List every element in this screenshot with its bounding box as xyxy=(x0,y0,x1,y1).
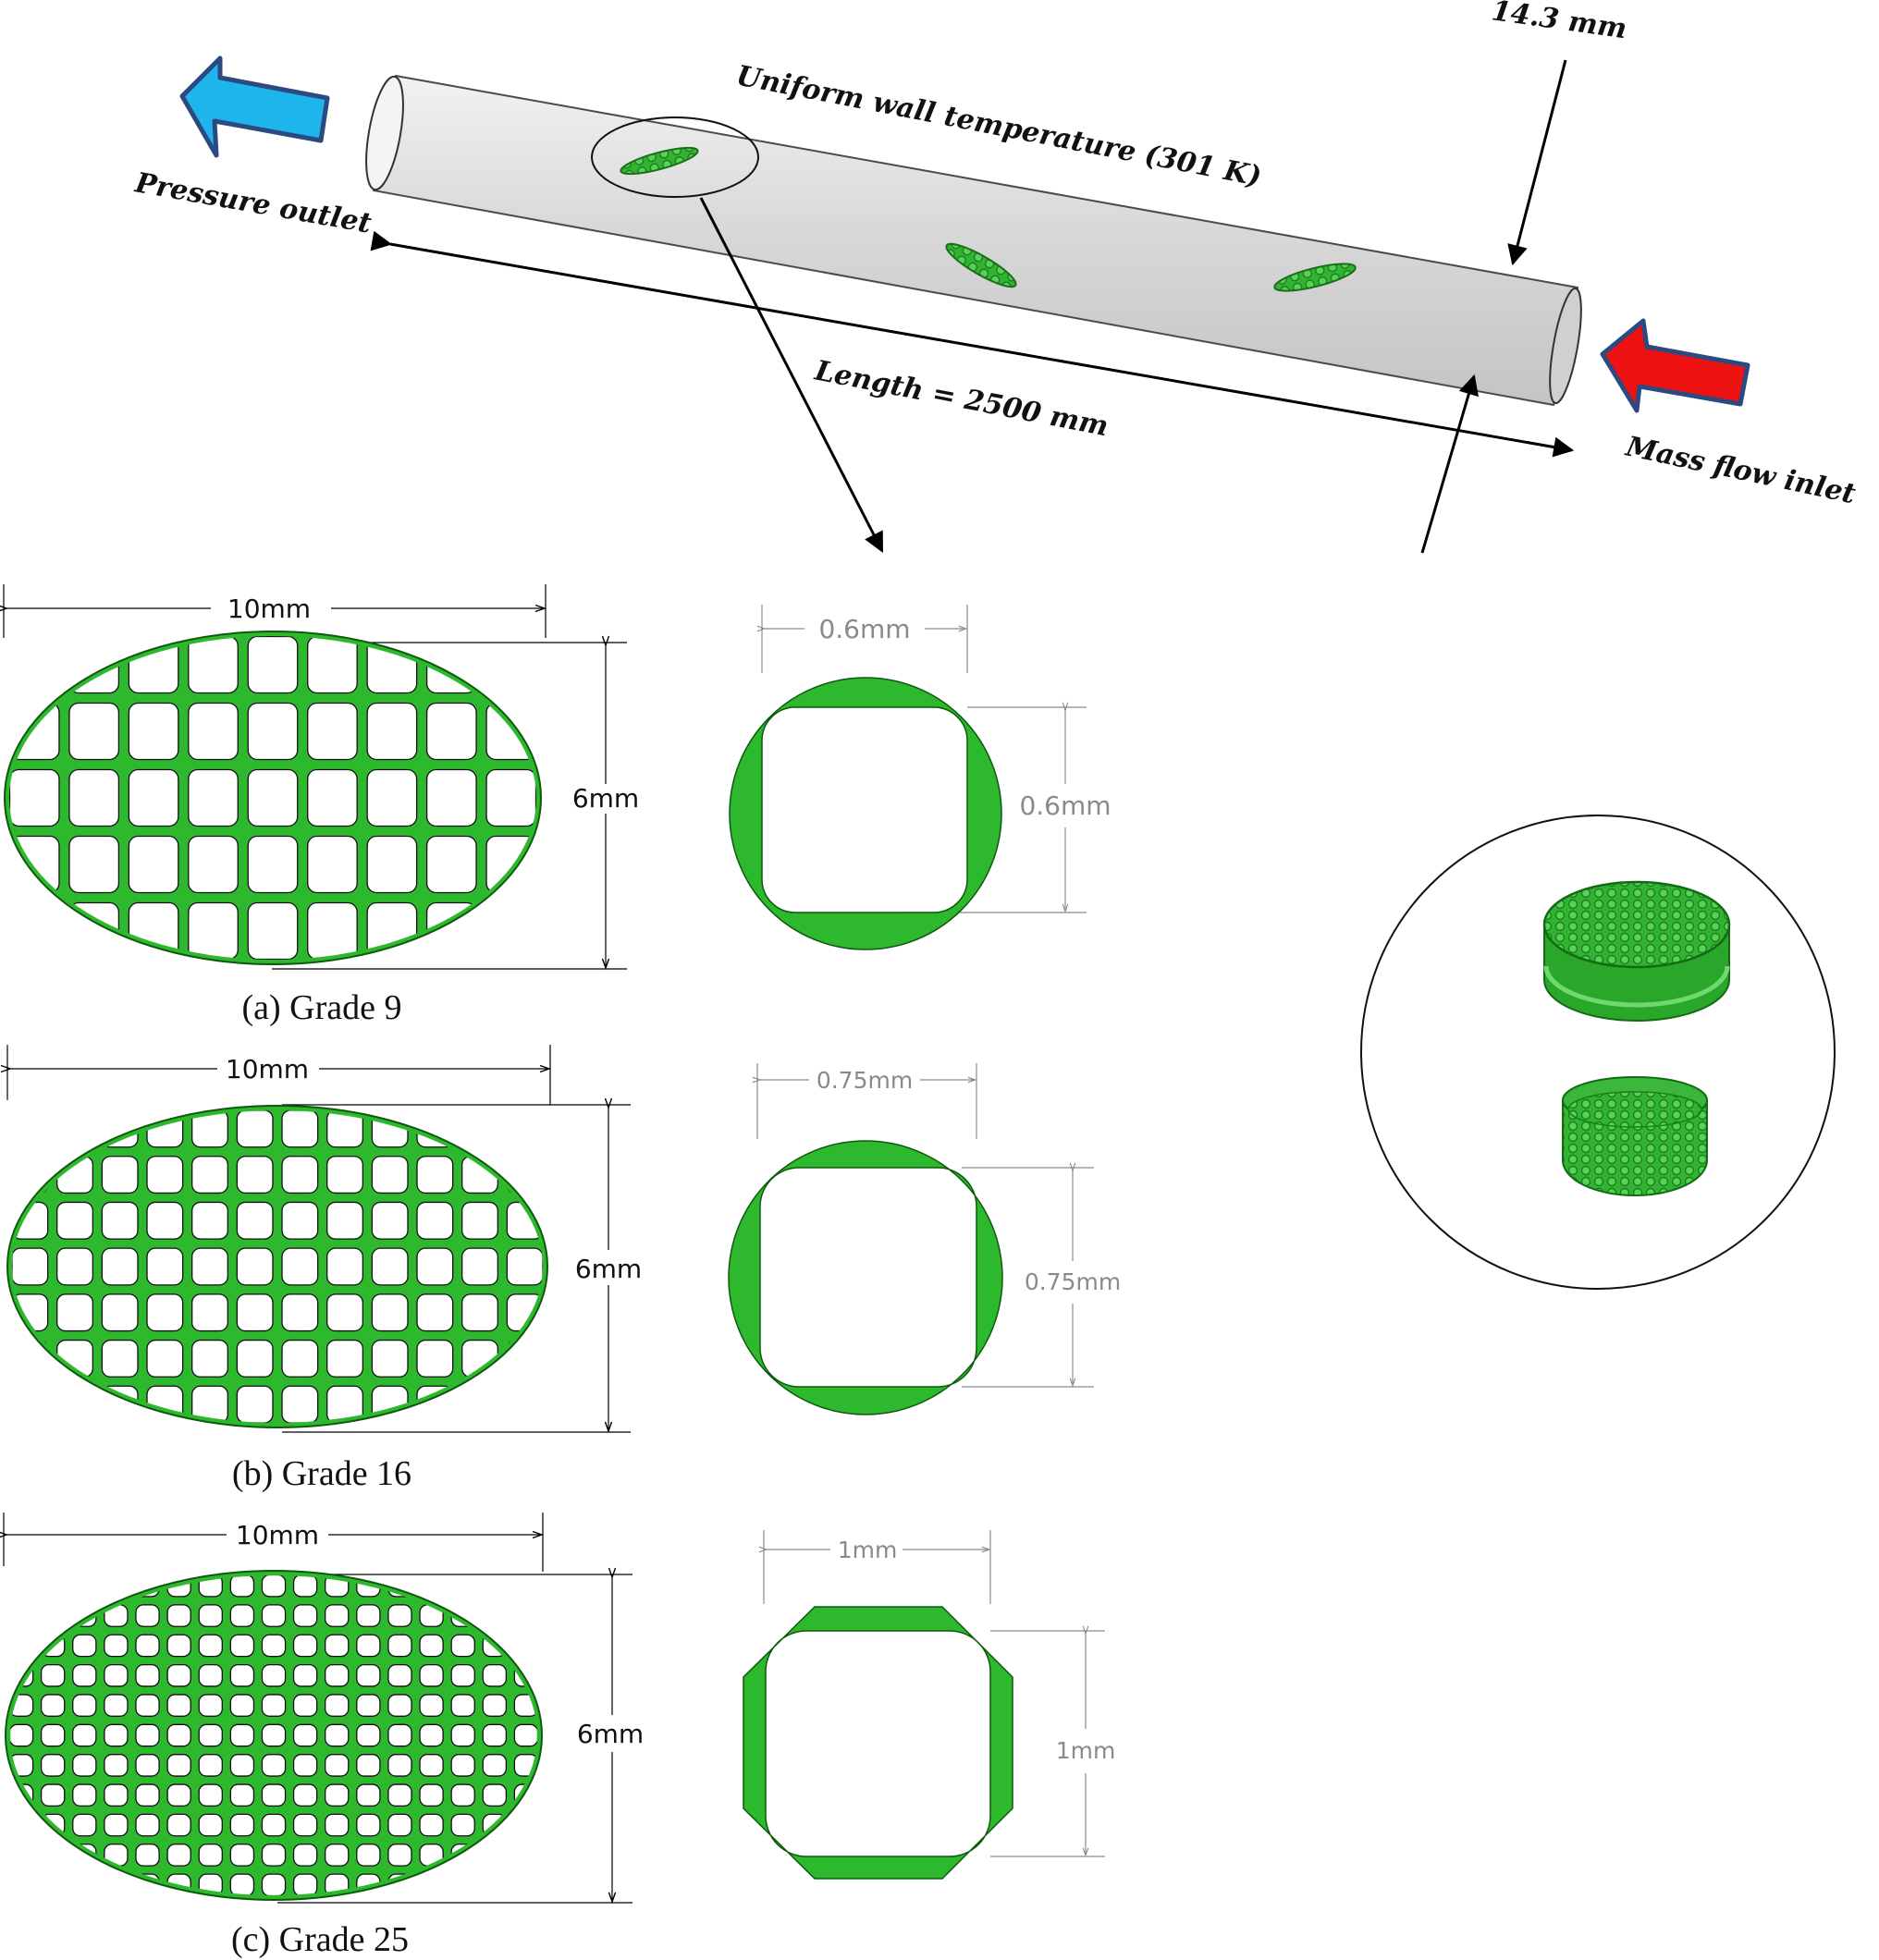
grade-25-cell-dimensions xyxy=(758,1530,1105,1857)
grade-25-height-label: 6mm xyxy=(577,1719,644,1749)
grade-25-width-label: 10mm xyxy=(236,1520,319,1550)
grade-16-cell-dimensions xyxy=(752,1063,1094,1388)
tube-outlet-end xyxy=(365,75,404,191)
grade-16-dimensions xyxy=(0,1045,631,1434)
grade-25-mesh xyxy=(5,1570,543,1901)
grade-9-cell-dimensions xyxy=(756,605,1087,913)
grade-16-width-label: 10mm xyxy=(226,1054,309,1084)
grade-16-cell-height-label: 0.75mm xyxy=(1025,1268,1121,1295)
grade-9-mesh xyxy=(4,631,542,965)
grade-9-cell-profile xyxy=(729,677,1002,950)
length-dimension-line xyxy=(370,230,1575,458)
inlet-flow-arrow xyxy=(1600,318,1750,413)
insert-3d-bottom-view xyxy=(1562,1076,1708,1196)
grade-16-cell-profile xyxy=(728,1140,1003,1415)
grade-25-caption: (c) Grade 25 xyxy=(231,1920,409,1959)
grade-9-panel: 10mm 6mm (a) Grade 9 0.6mm 0.6mm xyxy=(0,584,1111,1027)
grade-25-cell-profile xyxy=(743,1606,1013,1880)
grade-9-cell-height-label: 0.6mm xyxy=(1019,790,1111,821)
grade-25-panel: 10mm 6mm (c) Grade 25 1mm 1mm xyxy=(0,1513,1116,1959)
insert-marker-1 xyxy=(620,146,699,176)
grade-25-cell-width-label: 1mm xyxy=(838,1537,898,1563)
length-label: Length = 2500 mm xyxy=(811,354,1111,443)
grade-9-caption: (a) Grade 9 xyxy=(241,988,401,1027)
diameter-pointer-bottom xyxy=(1420,374,1479,554)
insert-3d-top-view xyxy=(1542,880,1731,1022)
grade-9-cell-width-label: 0.6mm xyxy=(818,614,910,644)
grade-16-height-label: 6mm xyxy=(575,1254,642,1284)
grade-9-width-label: 10mm xyxy=(227,594,311,624)
insert-3d-view xyxy=(1360,815,1836,1290)
grade-9-height-label: 6mm xyxy=(572,783,639,814)
mesh-openings xyxy=(9,636,536,960)
zoom-callout-ellipse xyxy=(591,116,759,198)
grade-16-mesh xyxy=(6,1105,548,1428)
pressure-outlet-label: Pressure outlet xyxy=(132,166,375,240)
callout-pointer xyxy=(699,197,884,553)
outlet-flow-arrow xyxy=(179,55,330,158)
mesh-openings xyxy=(10,1575,537,1895)
grade-16-panel: 10mm 6mm (b) Grade 16 0.75mm 0.75mm xyxy=(0,1045,1121,1493)
diameter-label: 14.3 mm xyxy=(1490,0,1628,45)
mesh-disc xyxy=(6,1105,548,1428)
grade-25-dimensions xyxy=(0,1513,632,1905)
grade-25-cell-height-label: 1mm xyxy=(1056,1737,1116,1764)
grade-16-cell-width-label: 0.75mm xyxy=(817,1067,913,1094)
diameter-pointer-top xyxy=(1507,59,1567,266)
mass-flow-inlet-label: Mass flow inlet xyxy=(1622,430,1858,510)
grade-16-caption: (b) Grade 16 xyxy=(232,1454,411,1493)
